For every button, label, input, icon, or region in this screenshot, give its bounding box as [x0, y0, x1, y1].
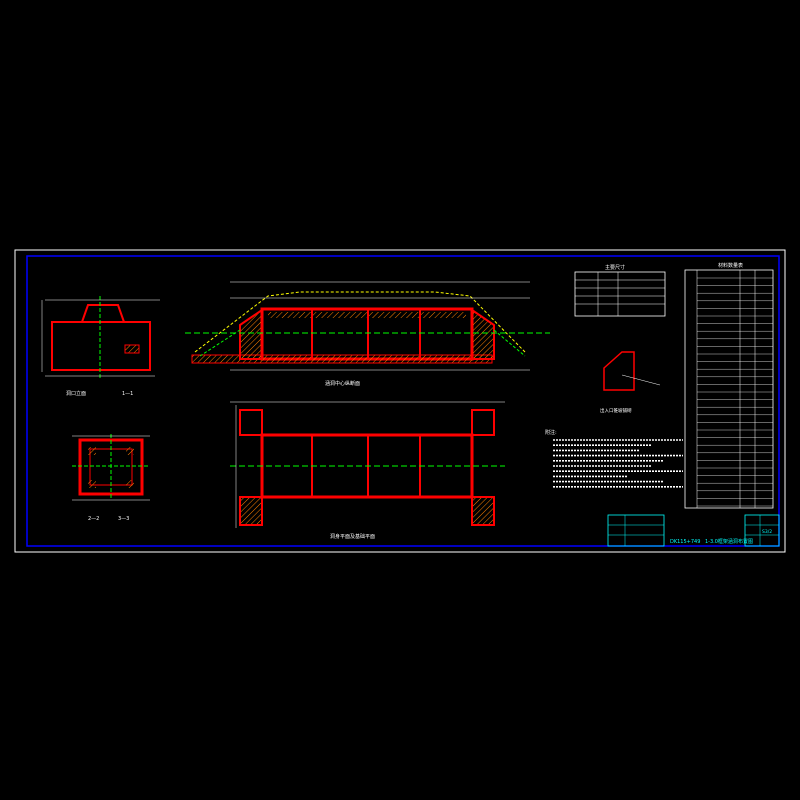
section-2-label: 2—2 — [88, 516, 99, 522]
notes-text-block — [553, 439, 683, 488]
detail-sketch — [603, 351, 661, 391]
longitudinal-section-view — [185, 281, 550, 371]
material-quantity-table — [684, 269, 774, 509]
material-table-title: 材料数量表 — [718, 262, 743, 269]
drawing-title: 1-3.0框架涵洞布置图 — [705, 538, 753, 545]
title-block — [607, 514, 780, 547]
outer-sheet-border — [14, 249, 786, 553]
cross-section-view — [72, 434, 150, 501]
main-dimension-table — [574, 271, 666, 317]
material-table-rows — [697, 277, 773, 507]
drawing-frame — [26, 255, 780, 547]
drawing-code: DK115+749 — [670, 539, 700, 545]
notes-heading: 附注: — [545, 429, 557, 436]
plan-view-label: 洞身平面及基础平面 — [330, 533, 375, 540]
main-dimension-table-title: 主要尺寸 — [605, 264, 625, 271]
longitudinal-section-label: 涵洞中心纵断面 — [325, 380, 360, 387]
detail-sketch-label: 出入口锥坡铺砌 — [600, 407, 632, 414]
plan-view — [230, 401, 505, 528]
section-1-label: 1—1 — [122, 391, 133, 397]
end-elevation-view — [41, 296, 160, 378]
section-3-label: 3—3 — [118, 516, 129, 522]
end-elevation-label: 洞口立面 — [66, 390, 86, 397]
sheet-number: S3/2 — [762, 529, 772, 535]
